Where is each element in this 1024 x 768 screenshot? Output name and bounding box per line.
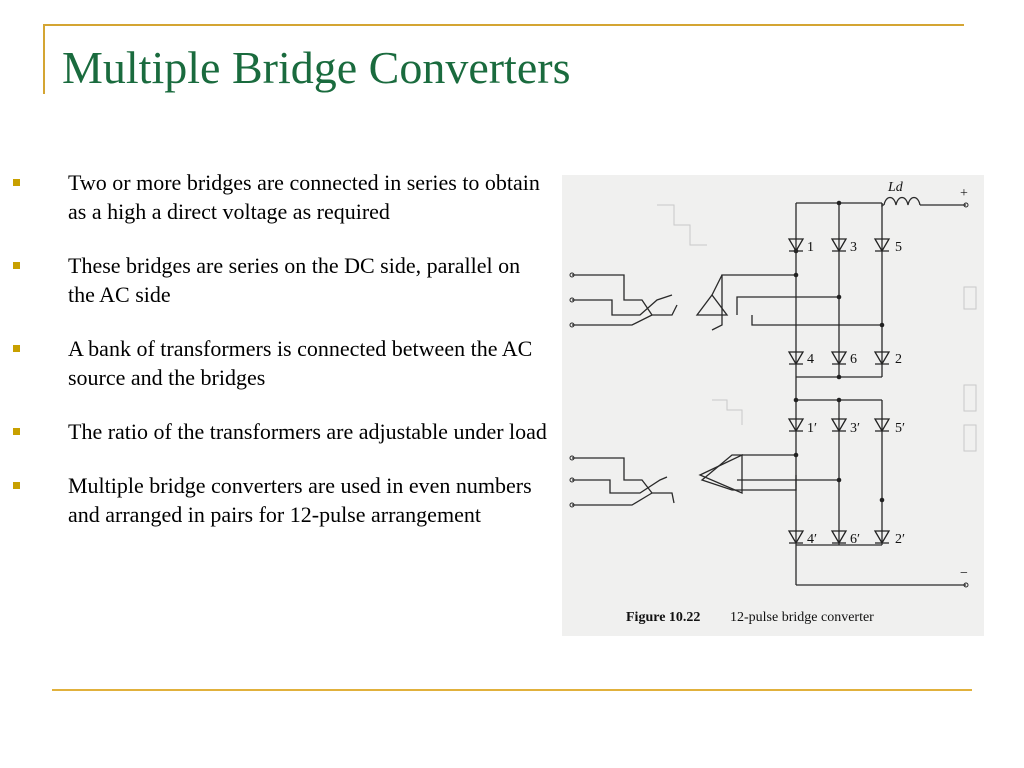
- valve-3-label: 3: [850, 240, 857, 255]
- valve-3-prime: 3′: [830, 418, 860, 436]
- valve-4: 4: [787, 351, 814, 367]
- lower-valves: 1′ 3′ 5′ 4′ 6′: [787, 418, 905, 547]
- valve-2: 2: [873, 351, 902, 367]
- valve-5-prime-label: 5′: [895, 421, 905, 436]
- valve-6-prime: 6′: [830, 530, 860, 547]
- figure-caption-number: Figure 10.22: [626, 610, 700, 625]
- bullet-marker-icon: [13, 428, 20, 435]
- bottom-rule: [52, 689, 972, 691]
- bullet-item: A bank of transformers is connected betw…: [0, 334, 560, 392]
- bullet-marker-icon: [13, 345, 20, 352]
- valve-3-prime-label: 3′: [850, 421, 860, 436]
- valve-1-prime-label: 1′: [807, 421, 817, 436]
- left-rule: [43, 24, 45, 94]
- bullet-marker-icon: [13, 262, 20, 269]
- bullet-text: The ratio of the transformers are adjust…: [68, 419, 547, 444]
- plus-terminal-label: +: [960, 186, 968, 201]
- bullet-list: Two or more bridges are connected in ser…: [0, 168, 560, 554]
- valve-4-prime: 4′: [787, 530, 817, 547]
- minus-terminal-label: −: [960, 566, 968, 581]
- valve-2-prime-label: 2′: [895, 532, 905, 547]
- valve-5-prime: 5′: [873, 418, 905, 436]
- bullet-item: The ratio of the transformers are adjust…: [0, 417, 560, 446]
- upper-bridge: [711, 200, 885, 331]
- bullet-marker-icon: [13, 482, 20, 489]
- upper-valves: 1 3 5 4 6: [787, 238, 902, 367]
- inductor-label: Ld: [887, 180, 904, 195]
- lower-bridge: [700, 374, 885, 503]
- bullet-item: Two or more bridges are connected in ser…: [0, 168, 560, 226]
- valve-6-label: 6: [850, 352, 857, 367]
- bullet-text: Multiple bridge converters are used in e…: [68, 473, 532, 527]
- valve-5-label: 5: [895, 240, 902, 255]
- valve-3: 3: [830, 238, 857, 255]
- bullet-text: These bridges are series on the DC side,…: [68, 253, 521, 307]
- upper-transformer: [569, 272, 729, 328]
- bullet-item: These bridges are series on the DC side,…: [0, 251, 560, 309]
- valve-4-label: 4: [807, 352, 814, 367]
- dc-bus: [795, 196, 969, 588]
- valve-2-label: 2: [895, 352, 902, 367]
- valve-4-prime-label: 4′: [807, 532, 817, 547]
- bullet-marker-icon: [13, 179, 20, 186]
- valve-1-prime: 1′: [787, 418, 817, 436]
- valve-5: 5: [873, 238, 902, 255]
- valve-6-prime-label: 6′: [850, 532, 860, 547]
- bullet-text: A bank of transformers is connected betw…: [68, 336, 533, 390]
- lower-transformer: [569, 453, 743, 508]
- valve-1: 1: [787, 238, 814, 255]
- circuit-figure: 1 3 5 4 6: [562, 175, 984, 636]
- circuit-diagram: 1 3 5 4 6: [569, 180, 977, 625]
- valve-1-label: 1: [807, 240, 814, 255]
- slide-title: Multiple Bridge Converters: [62, 42, 571, 93]
- bullet-text: Two or more bridges are connected in ser…: [68, 170, 540, 224]
- bullet-item: Multiple bridge converters are used in e…: [0, 471, 560, 529]
- figure-caption-text: 12-pulse bridge converter: [730, 610, 874, 625]
- valve-2-prime: 2′: [873, 530, 905, 547]
- top-rule: [43, 24, 964, 26]
- valve-6: 6: [830, 351, 857, 367]
- scan-bleed: [657, 204, 977, 452]
